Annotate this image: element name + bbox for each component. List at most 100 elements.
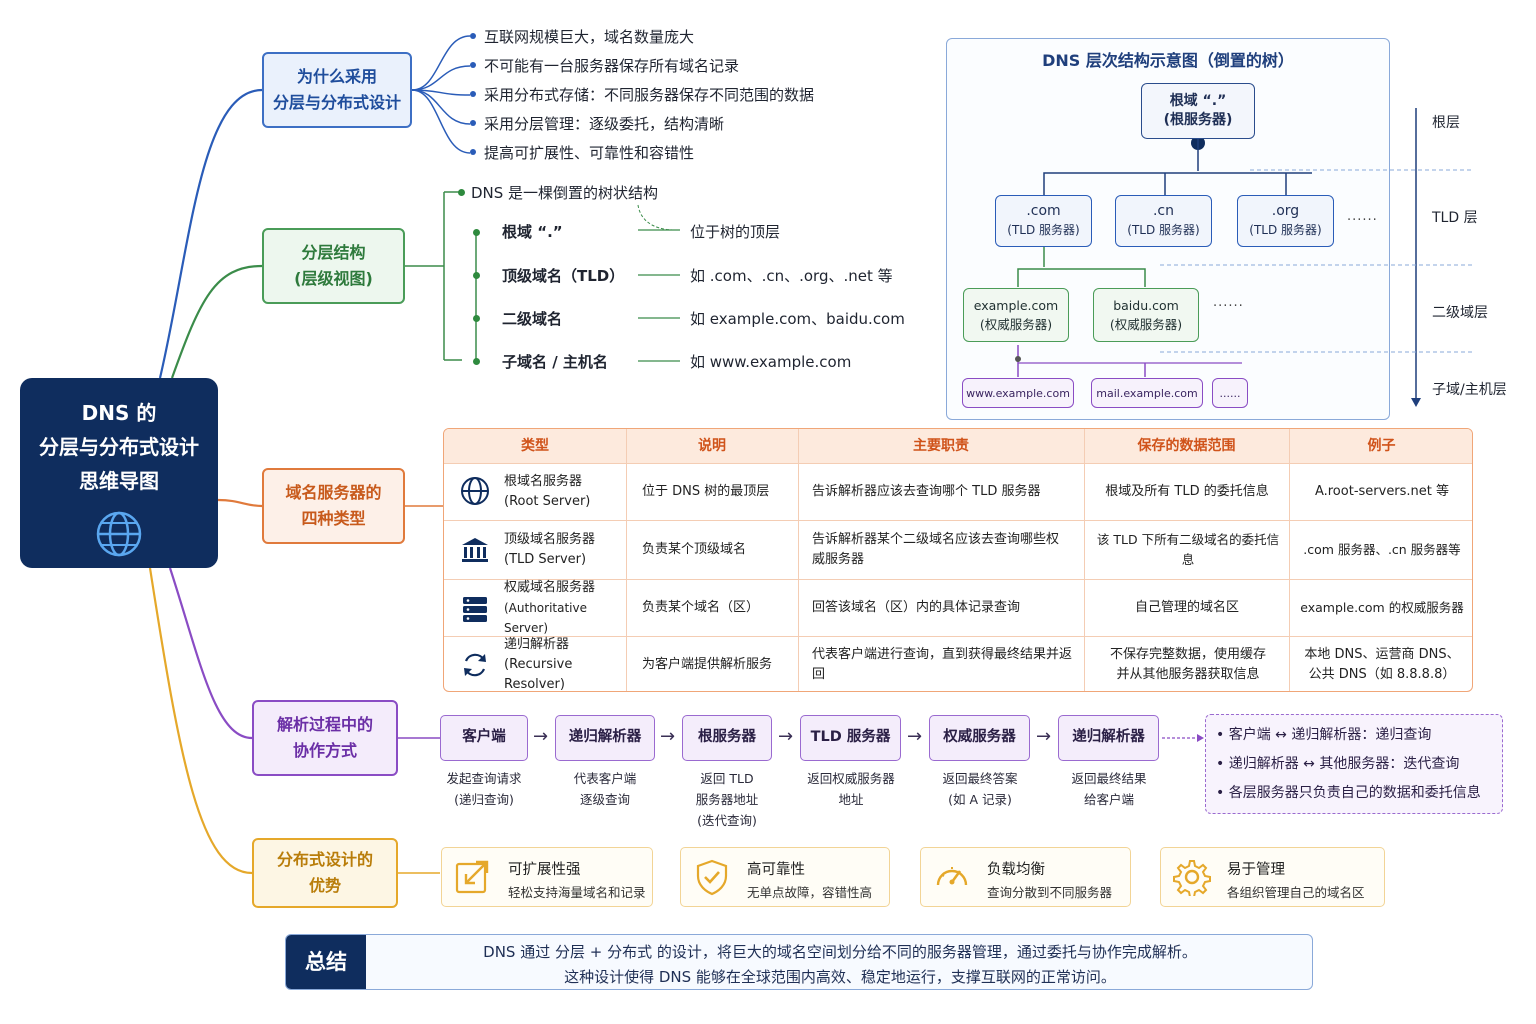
table-cell-example: .com 服务器、.cn 服务器等	[1303, 541, 1461, 557]
table-cell-type: 递归解析器 (Recursive Resolver)	[504, 636, 626, 692]
globe-icon	[96, 511, 142, 557]
branch-process-line2: 协作方式	[292, 741, 357, 760]
flow-step-root: 根服务器	[682, 715, 772, 761]
branch-servers-line1: 域名服务器的	[285, 483, 382, 502]
flow-desc-line: (递归查询)	[454, 792, 514, 807]
summary-box: 总结 DNS 通过 分层 + 分布式 的设计，将巨大的域名空间划分给不同的服务器…	[285, 934, 1313, 990]
branch-layered: 分层结构 (层级视图)	[262, 228, 405, 304]
note-item: • 各层服务器只负责自己的数据和委托信息	[1216, 785, 1481, 801]
flow-arrow: →	[1036, 726, 1052, 747]
server-type-name: 根域名服务器	[504, 473, 583, 489]
sld-sub: (权威服务器)	[1109, 317, 1183, 332]
flow-desc-line: 发起查询请求	[446, 771, 522, 786]
level-desc-root: 位于树的顶层	[690, 223, 781, 241]
table-header-cell: 说明	[698, 438, 726, 454]
diagram-title: DNS 层次结构示意图（倒置的树）	[1042, 51, 1294, 70]
server-icon	[463, 597, 487, 622]
layer-label-tld: TLD 层	[1432, 210, 1478, 226]
flow-step-client: 客户端	[440, 715, 528, 761]
root-node: 根域 “.” (根服务器)	[1141, 83, 1255, 139]
flow-desc-line: 返回最终结果	[1071, 771, 1147, 786]
flow-desc-line: 给客户端	[1083, 792, 1134, 807]
table-cell-scope: 不保存完整数据，使用缓存并从其他服务器获取信息	[1109, 646, 1266, 682]
branch-advantages: 分布式设计的 优势	[252, 838, 398, 908]
advantage-card: 负载均衡 查询分散到不同服务器	[920, 847, 1131, 907]
expand-icon	[455, 860, 489, 894]
table-cell-desc: 负责某个顶级域名	[642, 541, 747, 557]
flow-arrow: →	[660, 726, 676, 747]
central-title-line3: 思维导图	[79, 469, 159, 493]
level-name-host: 子域名 / 主机名	[502, 353, 608, 371]
flow-step-desc: 返回 TLD 服务器地址 (迭代查询)	[672, 768, 782, 831]
branch-advantages-line2: 优势	[308, 876, 341, 895]
table-cell-example: example.com 的权威服务器	[1300, 599, 1464, 615]
summary-label: 总结	[286, 935, 366, 989]
server-type-en: (Recursive Resolver)	[504, 656, 573, 692]
sld-node-baidu: baidu.com (权威服务器)	[1093, 288, 1199, 342]
sld-name: example.com	[973, 298, 1059, 313]
sld-ellipsis: ......	[1213, 295, 1244, 310]
table-header-cell: 主要职责	[913, 438, 969, 454]
refresh-icon	[464, 653, 486, 677]
advantage-desc: 无单点故障，容错性高	[747, 885, 873, 900]
table-cell-duty: 代表客户端进行查询，直到获得最终结果并返回	[812, 646, 1073, 682]
bullet-dot	[473, 315, 480, 322]
host-name: ......	[1219, 386, 1241, 400]
flow-arrow: →	[533, 726, 549, 747]
table-cell-example: 本地 DNS、运营商 DNS、公共 DNS（如 8.8.8.8）	[1304, 646, 1460, 682]
note-item: • 递归解析器 ↔ 其他服务器：迭代查询	[1216, 756, 1460, 772]
tld-node-com: .com (TLD 服务器)	[995, 195, 1092, 247]
flow-step-resolver-return: 递归解析器	[1058, 715, 1159, 761]
sld-node-example: example.com (权威服务器)	[963, 288, 1069, 342]
branch-layered-line2: (层级视图)	[294, 269, 373, 288]
gauge-icon	[936, 867, 968, 886]
level-name-tld: 顶级域名（TLD）	[502, 267, 625, 285]
level-desc-host: 如 www.example.com	[690, 353, 852, 371]
host-node-mail: mail.example.com	[1091, 378, 1203, 408]
branch-process-line1: 解析过程中的	[276, 715, 373, 734]
host-node-more: ......	[1212, 378, 1248, 408]
table-cell-duty: 告诉解析器应该去查询哪个 TLD 服务器	[812, 483, 1041, 499]
sld-name: baidu.com	[1113, 298, 1179, 313]
level-name-root: 根域 “.”	[502, 223, 563, 241]
table-cell-example: A.root-servers.net 等	[1314, 483, 1450, 499]
summary-line1: DNS 通过 分层 + 分布式 的设计，将巨大的域名空间划分给不同的服务器管理，…	[483, 943, 1197, 961]
server-type-name: 递归解析器	[504, 636, 570, 652]
table-header-cell: 例子	[1367, 438, 1396, 454]
central-title-line2: 分层与分布式设计	[39, 435, 199, 459]
host-name: www.example.com	[966, 386, 1070, 400]
tld-name: .cn	[1152, 203, 1175, 219]
level-desc-sld: 如 example.com、baidu.com	[690, 310, 905, 328]
host-name: mail.example.com	[1096, 386, 1198, 400]
table-cell-type: 权威域名服务器 (Authoritative Server)	[504, 579, 626, 636]
layer-label-host: 子域/主机层	[1432, 382, 1507, 398]
layered-intro: DNS 是一棵倒置的树状结构	[471, 184, 659, 202]
central-title-line1: DNS 的	[81, 401, 157, 425]
advantage-title: 高可靠性	[747, 862, 805, 878]
sld-sub: (权威服务器)	[979, 317, 1053, 332]
layer-label-root: 根层	[1432, 115, 1460, 131]
table-cell-type: 顶级域名服务器 (TLD Server)	[504, 520, 626, 579]
why-item: 提高可扩展性、可靠性和容错性	[470, 142, 814, 171]
flow-step-desc: 返回最终结果 给客户端	[1053, 768, 1165, 810]
server-type-en: (Authoritative Server)	[504, 600, 587, 635]
level-name-sld: 二级域名	[502, 310, 563, 328]
bullet-dot	[458, 189, 465, 196]
flow-desc-line: 代表客户端	[573, 771, 637, 786]
branch-process: 解析过程中的 协作方式	[252, 700, 398, 776]
flow-arrow: →	[907, 726, 923, 747]
tld-name: .com	[1026, 203, 1061, 219]
why-item: 不可能有一台服务器保存所有域名记录	[470, 55, 814, 84]
table-cell-duty: 告诉解析器某个二级域名应该去查询哪些权威服务器	[812, 531, 1060, 567]
branch-advantages-line1: 分布式设计的	[276, 850, 373, 869]
advantage-desc: 各组织管理自己的域名区	[1227, 885, 1365, 900]
tld-ellipsis: ......	[1347, 209, 1378, 224]
dns-hierarchy-diagram: DNS 层次结构示意图（倒置的树） 根域 “.” (根服务器) .com (TL…	[946, 38, 1390, 420]
table-cell-scope: 该 TLD 下所有二级域名的委托信息	[1096, 531, 1280, 567]
advantage-title: 可扩展性强	[508, 862, 581, 878]
table-header: 类型 说明 主要职责 保存的数据范围 例子	[444, 429, 1472, 463]
table-cell-scope: 根域及所有 TLD 的委托信息	[1105, 483, 1269, 499]
branch-servers: 域名服务器的 四种类型	[262, 468, 405, 544]
flow-desc-line: 返回权威服务器	[807, 771, 895, 786]
tld-node-cn: .cn (TLD 服务器)	[1115, 195, 1212, 247]
